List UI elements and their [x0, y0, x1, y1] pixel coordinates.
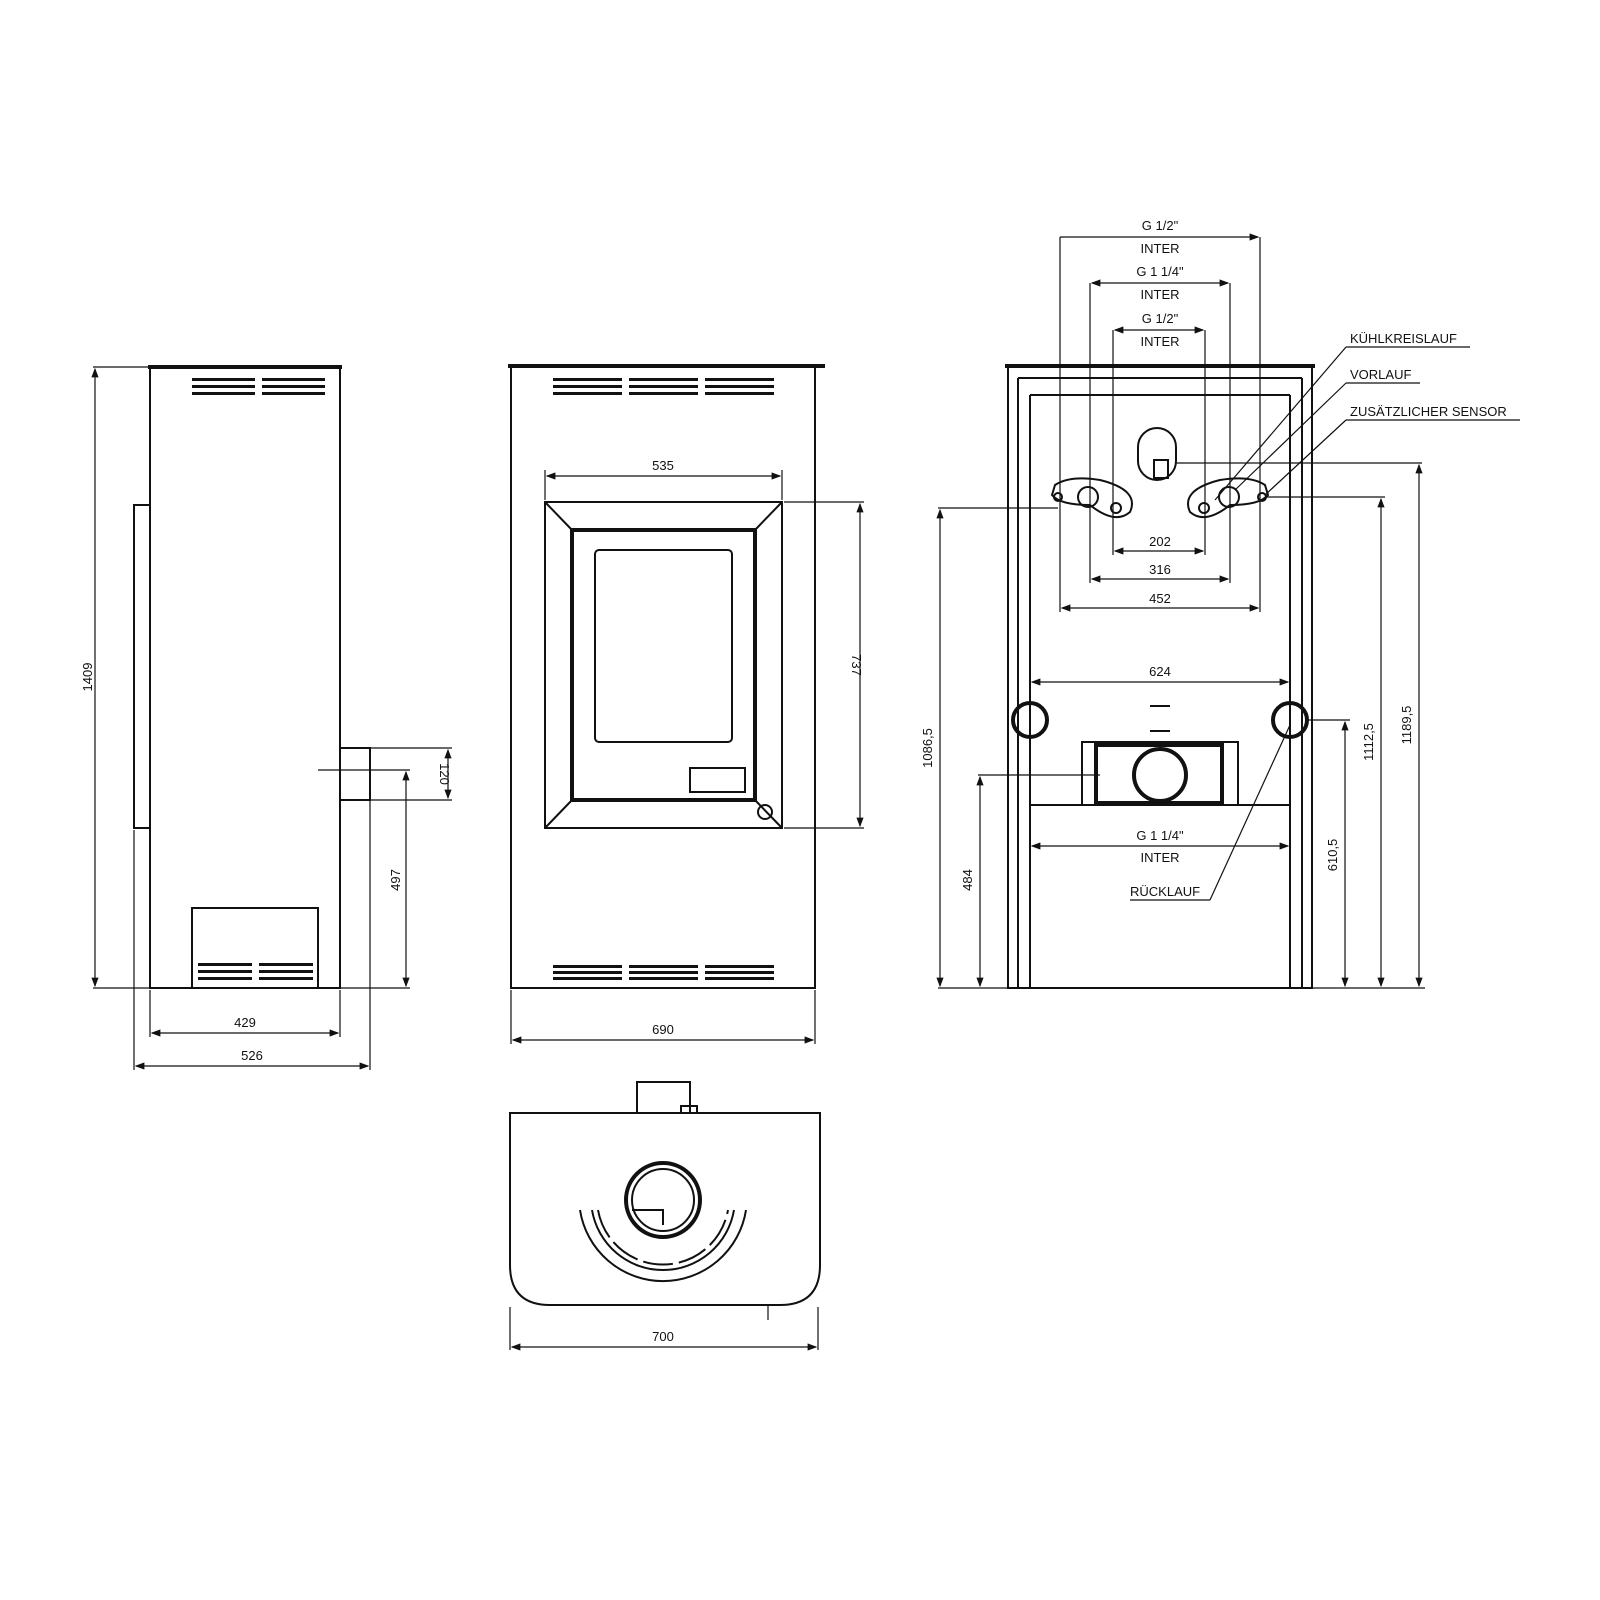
top-conn-1-thread: G 1/2"	[1142, 218, 1179, 233]
dim-door-height: 737	[849, 654, 864, 676]
dim-624: 624	[1149, 664, 1171, 679]
dim-depth-body: 429	[234, 1015, 256, 1030]
dim-316: 316	[1149, 562, 1171, 577]
bottom-conn-thread: G 1 1/4"	[1136, 828, 1184, 843]
dim-610: 610,5	[1325, 839, 1340, 872]
side-view: 1409 429 526 120 497	[80, 365, 452, 1070]
dim-width: 690	[652, 1022, 674, 1037]
top-conn-2-thread: G 1 1/4"	[1136, 264, 1184, 279]
label-return: RÜCKLAUF	[1130, 884, 1200, 899]
dim-452: 452	[1149, 591, 1171, 606]
label-flow: VORLAUF	[1350, 367, 1411, 382]
label-additional-sensor: ZUSÄTZLICHER SENSOR	[1350, 404, 1507, 419]
top-conn-1-type: INTER	[1141, 241, 1180, 256]
side-vents-top	[192, 378, 325, 395]
top-conn-2-type: INTER	[1141, 287, 1180, 302]
flue-pipe	[624, 1161, 702, 1239]
top-conn-3-type: INTER	[1141, 334, 1180, 349]
label-cooling-circuit: KÜHLKREISLAUF	[1350, 331, 1457, 346]
dim-outlet-height: 497	[388, 869, 403, 891]
dim-1112: 1112,5	[1361, 723, 1376, 761]
door-glass	[594, 549, 733, 743]
door-frame	[544, 501, 783, 829]
flue-outlet	[339, 747, 371, 801]
dim-door-width: 535	[652, 458, 674, 473]
dim-top-width: 700	[652, 1329, 674, 1344]
dim-outlet-size: 120	[437, 763, 452, 785]
front-vents	[553, 378, 774, 980]
dim-484: 484	[960, 869, 975, 891]
front-view: 535 737 690	[508, 364, 864, 1044]
rear-view: G 1/2" INTER G 1 1/4" INTER G 1/2" INTER…	[920, 218, 1520, 989]
logo-icon	[757, 804, 773, 820]
side-vents-bottom	[198, 963, 313, 980]
dim-1086: 1086,5	[920, 728, 935, 768]
bottom-conn-type: INTER	[1141, 850, 1180, 865]
dim-height: 1409	[80, 663, 95, 692]
dim-1189: 1189,5	[1399, 706, 1414, 745]
door-handle[interactable]	[689, 767, 746, 793]
top-view: 700	[509, 1081, 821, 1351]
dim-202: 202	[1149, 534, 1171, 549]
top-conn-3-thread: G 1/2"	[1142, 311, 1179, 326]
dim-depth-total: 526	[241, 1048, 263, 1063]
